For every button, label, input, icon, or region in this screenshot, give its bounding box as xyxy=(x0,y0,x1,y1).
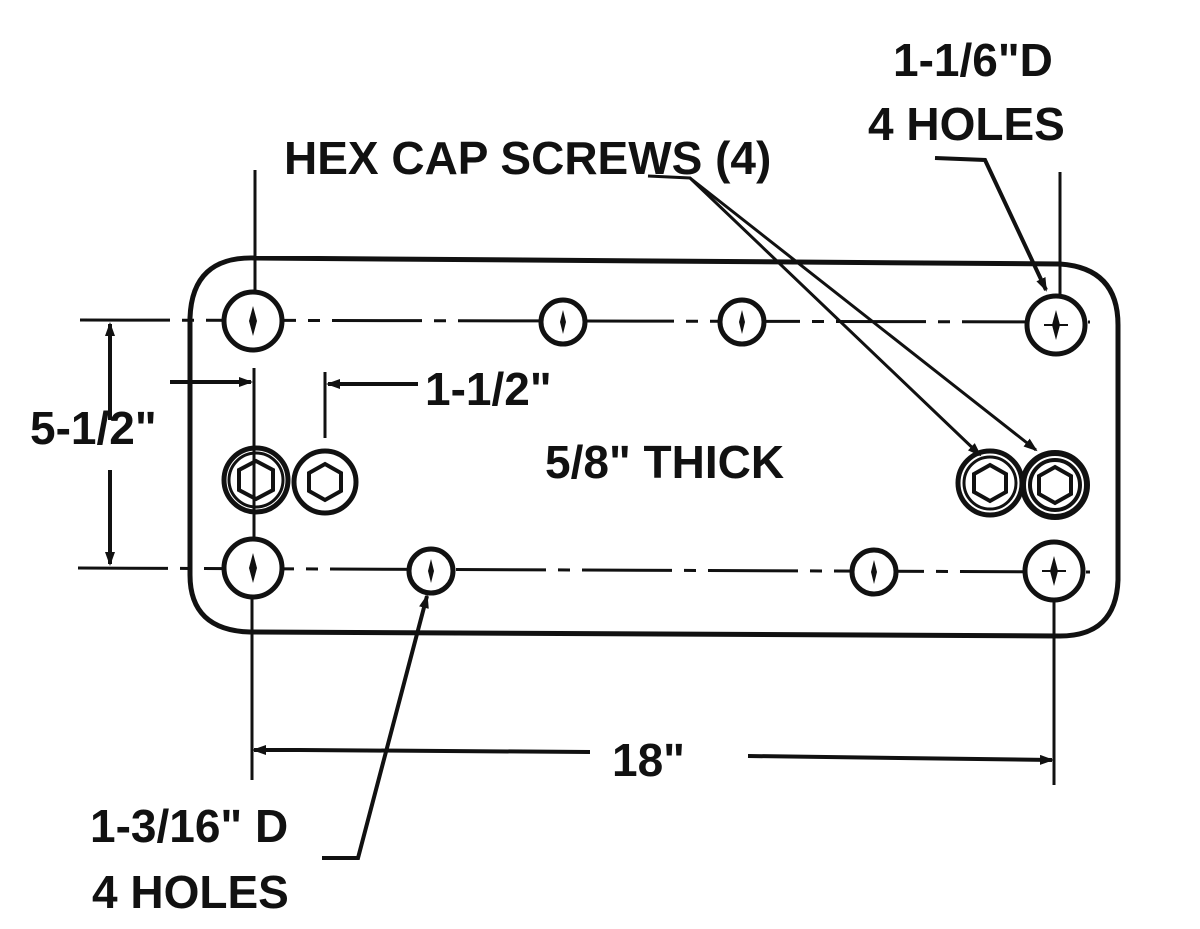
small-hole-size-label: 1-3/16" D xyxy=(90,800,288,852)
small-hole-leader xyxy=(322,594,429,860)
large-hole-top-left xyxy=(221,289,285,353)
hex-screw-leader-2 xyxy=(689,176,1038,452)
hex-screw-right-2 xyxy=(1020,450,1090,520)
length-label: 18" xyxy=(612,734,685,786)
large-hole-bottom-left xyxy=(221,536,285,600)
small-hole-bottom-2 xyxy=(849,547,899,597)
length-dimension-right xyxy=(747,754,1054,765)
small-hole-top-2 xyxy=(717,297,767,347)
hex-screws-label: HEX CAP SCREWS (4) xyxy=(284,132,771,184)
small-hole-bottom-1 xyxy=(406,546,456,596)
thickness-label: 5/8" THICK xyxy=(545,436,784,488)
length-dimension-left-run xyxy=(299,748,591,754)
small-hole-count-label: 4 HOLES xyxy=(92,866,289,918)
hex-screw-left-2 xyxy=(291,448,359,516)
large-hole-leader xyxy=(934,156,1048,292)
hex-screw-leader-1 xyxy=(647,174,982,457)
height-label: 5-1/2" xyxy=(30,402,157,454)
plate-outline xyxy=(187,255,1121,639)
large-hole-top-right xyxy=(1024,293,1088,357)
large-hole-count-label: 4 HOLES xyxy=(868,98,1065,150)
hex-screw-right-1 xyxy=(955,448,1025,518)
small-hole-top-1 xyxy=(538,297,588,347)
spacing-label: 1-1/2" xyxy=(425,363,552,415)
large-hole-size-label: 1-1/6"D xyxy=(893,34,1053,86)
large-hole-bottom-right xyxy=(1022,539,1086,603)
hex-screw-left-1 xyxy=(221,445,291,515)
